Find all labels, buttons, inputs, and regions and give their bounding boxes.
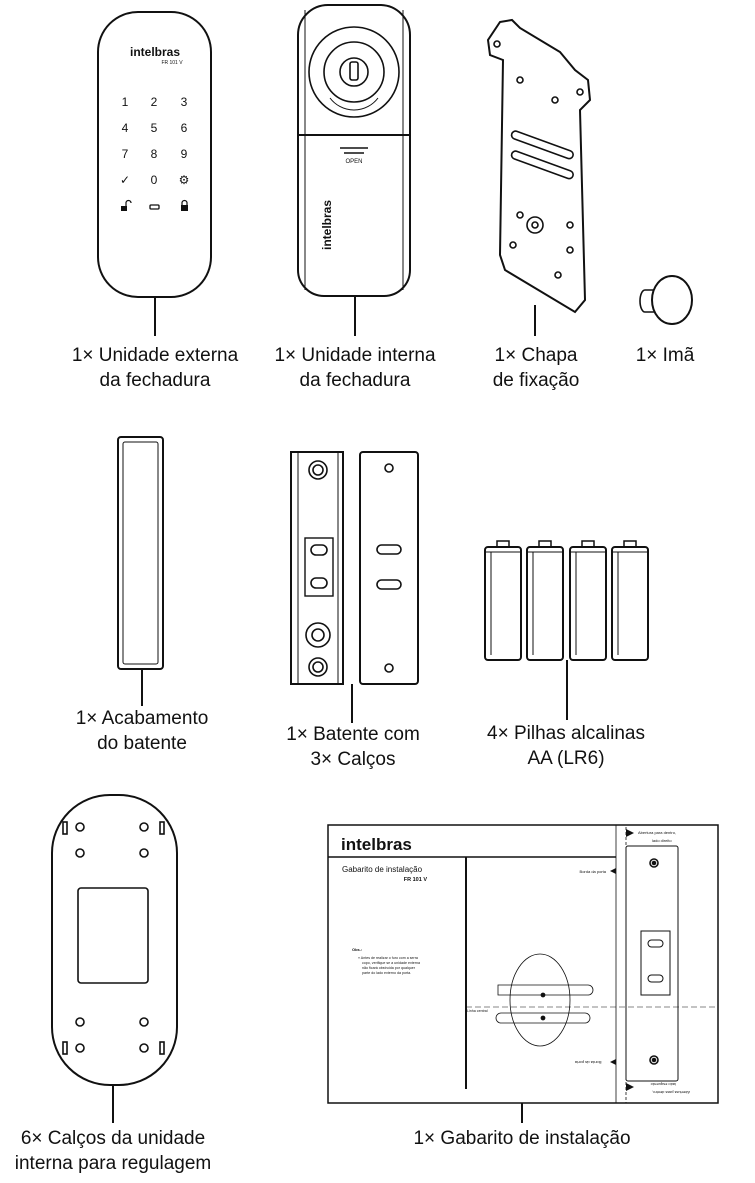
label-line: 1× Unidade externa — [71, 345, 239, 366]
door-edge-label: Borda da porta — [580, 869, 607, 874]
label-line: da fechadura — [299, 370, 411, 391]
item-label-magnet: 1× Imã — [636, 343, 695, 368]
label-line: 3× Calços — [310, 749, 396, 770]
opening-right-label-2: lado direito — [652, 838, 672, 843]
label-line: 4× Pilhas alcalinas — [487, 723, 645, 744]
card-icon — [149, 204, 160, 210]
magnet-drawing — [639, 275, 693, 325]
keypad-key: 9 — [181, 147, 188, 161]
item-label-mounting-plate: 1× Chapa de fixação — [493, 343, 580, 393]
lock-icon — [181, 199, 188, 211]
obs-title: Obs.: — [352, 947, 362, 952]
item-label-batteries: 4× Pilhas alcalinas AA (LR6) — [487, 721, 645, 771]
label-line: do batente — [97, 733, 187, 754]
external-unit-drawing: intelbras FR 101 V 1 2 3 4 5 6 7 8 9 ✓ 0 ⚙ — [97, 11, 212, 336]
obs-line: parte do lado externo da porta. — [362, 971, 411, 975]
keypad-key: 2 — [151, 95, 158, 109]
label-line: 6× Calços da unidade — [20, 1128, 206, 1149]
obs-line: copo, verifique se a unidade externa — [362, 961, 420, 965]
external-unit-logo: intelbras — [130, 45, 180, 59]
item-label-strike-trim: 1× Acabamento do batente — [76, 706, 209, 756]
opening-right-label-1: Abertura para dentro, — [638, 830, 676, 835]
template-model: FR 101 V — [404, 877, 428, 883]
label-line: AA (LR6) — [527, 748, 605, 769]
label-line: interna para regulagem — [14, 1153, 212, 1174]
open-label: OPEN — [345, 159, 362, 165]
center-line-label: Linha central — [467, 1009, 488, 1013]
label-line: 1× Chapa — [494, 345, 578, 366]
template-title: Gabarito de instalação — [342, 865, 423, 874]
keypad-key: 8 — [151, 147, 158, 161]
battery — [484, 540, 522, 661]
batteries-drawing — [484, 540, 649, 661]
unlock-icon — [121, 199, 132, 211]
shims-drawing — [51, 794, 178, 1123]
keypad-key: ✓ — [120, 173, 130, 187]
external-unit-model: FR 101 V — [161, 60, 183, 66]
item-label-template: 1× Gabarito de instalação — [413, 1126, 630, 1151]
label-line: 1× Imã — [635, 345, 695, 366]
item-label-external-unit: 1× Unidade externa da fechadura — [72, 343, 238, 393]
item-label-strike-plate: 1× Batente com 3× Calços — [286, 722, 420, 772]
keypad-key: ⚙ — [179, 173, 190, 187]
internal-unit-drawing: OPEN intelbras — [297, 4, 411, 336]
template-logo: intelbras — [341, 835, 412, 854]
keypad-key: 3 — [181, 95, 188, 109]
battery — [526, 540, 564, 661]
label-line: 1× Acabamento — [75, 708, 209, 729]
door-edge-label-inverted: Borda da porta — [574, 1060, 601, 1065]
obs-line: não ficará obstruída por qualquer — [362, 966, 416, 970]
opening-left-label-2: lado esquerdo — [650, 1082, 676, 1087]
label-line: da fechadura — [99, 370, 211, 391]
item-label-shims: 6× Calços da unidade interna para regulag… — [15, 1126, 211, 1176]
item-label-internal-unit: 1× Unidade interna da fechadura — [274, 343, 435, 393]
battery — [611, 540, 649, 661]
keypad-key: 6 — [181, 121, 188, 135]
internal-unit-logo: intelbras — [320, 200, 334, 250]
label-line: de fixação — [492, 370, 580, 391]
label-line: 1× Unidade interna — [274, 345, 436, 366]
keypad-key: 7 — [122, 147, 129, 161]
label-line: 1× Batente com — [286, 724, 420, 745]
keypad-key: 5 — [151, 121, 158, 135]
label-line: 1× Gabarito de instalação — [413, 1128, 631, 1149]
installation-template-drawing: intelbras Gabarito de instalação FR 101 … — [327, 824, 719, 1123]
strike-trim-drawing — [117, 436, 164, 706]
keypad-key: 1 — [122, 95, 129, 109]
mounting-plate-drawing — [486, 18, 592, 336]
obs-line: » Antes de realizar o furo com a serra — [358, 956, 418, 960]
opening-left-label-1: Abertura para dentro, — [652, 1090, 690, 1095]
battery — [569, 540, 607, 661]
strike-plate-drawing — [290, 451, 419, 723]
keypad-key: 0 — [151, 173, 158, 187]
keypad-key: 4 — [122, 121, 129, 135]
